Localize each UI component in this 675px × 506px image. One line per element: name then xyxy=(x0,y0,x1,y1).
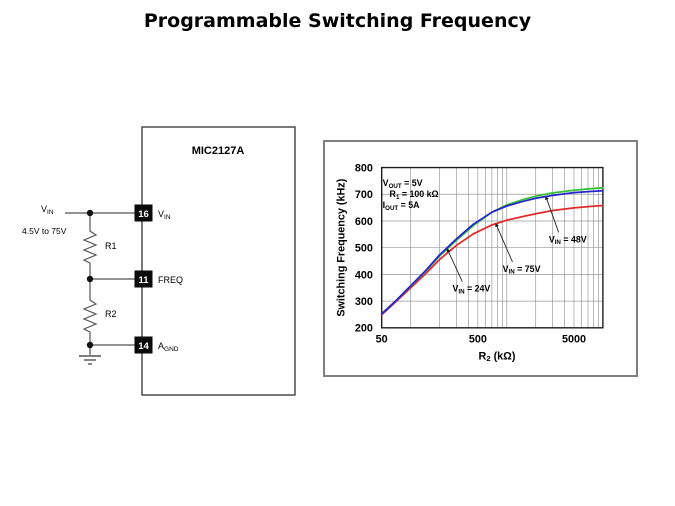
y-axis-title: Switching Frequency (kHz) xyxy=(335,178,347,316)
label-vin-24v: VIN = 24V xyxy=(452,283,490,295)
vin-range-label: 4.5V to 75V xyxy=(22,226,67,236)
y-tick-label: 800 xyxy=(355,162,373,174)
resistor-r2 xyxy=(82,297,98,333)
pin-11-name: FREQ xyxy=(158,275,183,285)
page-title: Programmable Switching Frequency xyxy=(143,10,532,32)
leader-vin-24v xyxy=(446,248,463,282)
pin-11-number: 11 xyxy=(138,275,149,286)
r1-label: R1 xyxy=(105,241,117,251)
junction-dot xyxy=(86,209,94,217)
y-tick-label: 500 xyxy=(355,243,373,255)
y-tick-label: 400 xyxy=(355,269,373,281)
y-tick-label: 700 xyxy=(355,189,373,201)
pin-16-number: 16 xyxy=(138,209,149,220)
chart-annotation: R1 = 100 kΩ xyxy=(390,189,439,201)
x-tick-label: 5000 xyxy=(562,334,586,346)
pin-14-name: AGND xyxy=(158,341,179,353)
pin-14-square xyxy=(134,336,153,354)
curve-vin-48v xyxy=(380,189,604,315)
circuit-diagram: MIC2127A R1 R2 VIN 4.5V to 75V 16 VIN xyxy=(22,126,296,396)
curve-vin-75v xyxy=(380,204,604,316)
pin-11-square xyxy=(134,270,153,288)
junction-dot xyxy=(86,275,94,283)
chip-body xyxy=(141,126,296,396)
junction-dot xyxy=(86,341,94,349)
pin-14-number: 14 xyxy=(138,341,149,352)
x-tick-label: 500 xyxy=(469,334,487,346)
resistor-r1 xyxy=(82,228,98,264)
label-vin-48v: VIN = 48V xyxy=(549,234,587,246)
pin-16-name: VIN xyxy=(158,209,171,221)
x-axis-title: R2 (kΩ) xyxy=(479,350,516,363)
pin-16-square xyxy=(134,204,153,222)
chart-annotation: IOUT = 5A xyxy=(383,200,420,212)
r2-label: R2 xyxy=(105,309,117,319)
y-tick-label: 200 xyxy=(355,323,373,335)
vin-source-label: VIN xyxy=(41,204,54,216)
ground-icon xyxy=(79,355,101,365)
x-tick-label: 50 xyxy=(376,334,388,346)
leader-vin-48v xyxy=(545,195,560,233)
label-vin-75v: VIN = 75V xyxy=(503,264,541,276)
leader-vin-75v xyxy=(495,222,513,263)
plot-frame xyxy=(381,166,604,329)
y-tick-label: 600 xyxy=(355,216,373,228)
chip-name: MIC2127A xyxy=(192,145,245,157)
y-tick-label: 300 xyxy=(355,296,373,308)
chart-annotation: VOUT = 5V xyxy=(383,178,423,190)
